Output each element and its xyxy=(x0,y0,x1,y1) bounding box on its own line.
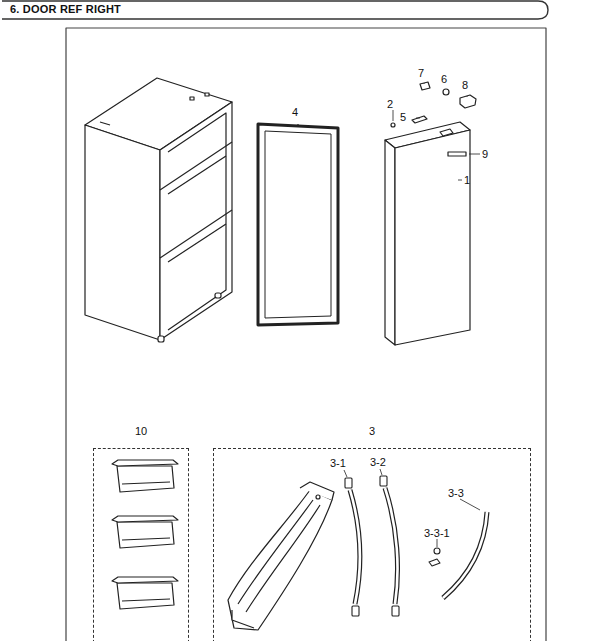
callout-number: 3 xyxy=(214,425,530,437)
door-gasket xyxy=(258,124,338,325)
page-title: 6. DOOR REF RIGHT xyxy=(10,3,121,15)
frame xyxy=(66,28,546,641)
callout-number: 10 xyxy=(94,425,188,437)
leader-line xyxy=(297,124,298,127)
leader-lines xyxy=(393,83,480,180)
tubes xyxy=(344,469,487,616)
callout-number: 8 xyxy=(462,79,468,91)
cabinet xyxy=(85,78,232,342)
callout-number: 5 xyxy=(400,111,406,123)
callout-number: 9 xyxy=(482,148,488,160)
door-bins xyxy=(112,460,178,609)
group-box: 10 xyxy=(93,448,189,641)
callout-number: 7 xyxy=(418,67,424,79)
title-tab xyxy=(2,1,548,19)
callout-number: 3-1 xyxy=(330,457,346,469)
door-panel xyxy=(385,122,470,345)
callout-number: 4 xyxy=(292,106,298,118)
shelf-assembly xyxy=(228,482,334,630)
logo-badge xyxy=(448,152,466,156)
callout-number: 3-3-1 xyxy=(424,527,450,539)
callout-number: 3-3 xyxy=(448,487,464,499)
callout-number: 1 xyxy=(464,174,470,186)
group-box: 3 xyxy=(213,448,531,641)
callout-number: 3-2 xyxy=(370,456,386,468)
callout-number: 6 xyxy=(441,73,447,85)
callout-number: 2 xyxy=(387,98,393,110)
